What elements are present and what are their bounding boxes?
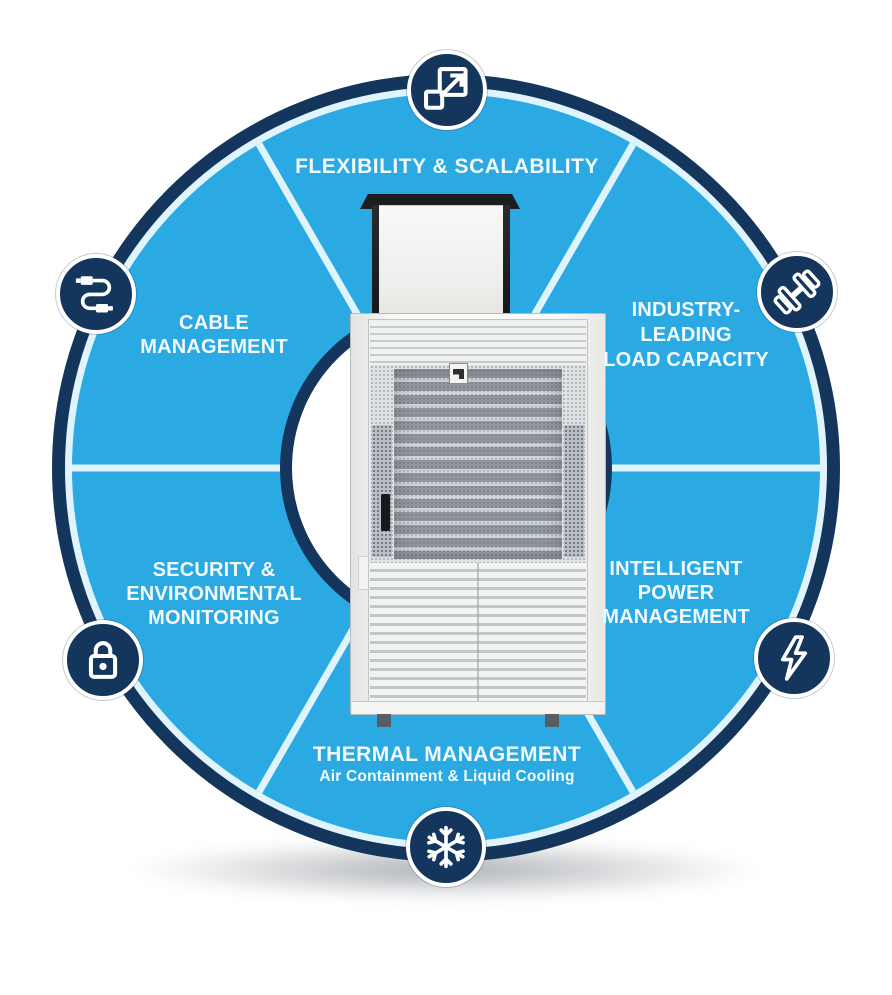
label-line: FLEXIBILITY & SCALABILITY	[295, 155, 599, 178]
label-line: SECURITY &	[152, 559, 276, 581]
segment-label-intelligent-power-management: INTELLIGENT POWER MANAGEMENT	[602, 557, 750, 629]
lightning-icon-glyph	[780, 635, 808, 681]
segment-divider	[255, 142, 367, 326]
label-subtitle: Air Containment & Liquid Cooling	[319, 768, 575, 785]
segment-label-security-environmental-monitoring: SECURITY & ENVIRONMENTAL MONITORING	[126, 558, 302, 630]
snowflake-icon-glyph	[427, 825, 465, 869]
label-line: ENVIRONMENTAL	[126, 583, 302, 605]
label-line: MANAGEMENT	[140, 336, 288, 358]
label-line: LOAD CAPACITY	[603, 349, 769, 371]
label-line: INDUSTRY-	[631, 299, 741, 321]
segment-divider	[255, 610, 367, 794]
wheel-inner-ring	[280, 302, 612, 634]
label-line: POWER	[637, 582, 715, 604]
segment-divider	[525, 142, 637, 326]
dumbbell-icon-glyph	[773, 269, 821, 315]
label-line: CABLE	[179, 312, 249, 334]
dumbbell-icon	[757, 252, 837, 332]
lightning-icon	[754, 618, 834, 698]
label-line: LEADING	[640, 324, 732, 346]
cable-icon	[56, 254, 136, 334]
segment-label-flexibility-scalability: FLEXIBILITY & SCALABILITY	[295, 154, 599, 179]
segment-label-cable-management: CABLE MANAGEMENT	[140, 311, 288, 359]
expand-icon	[407, 50, 487, 130]
label-line: MANAGEMENT	[602, 606, 750, 628]
snowflake-icon	[406, 807, 486, 887]
lock-icon-glyph	[88, 641, 118, 679]
cable-icon-glyph	[75, 276, 113, 313]
label-line: THERMAL MANAGEMENT	[312, 743, 582, 766]
label-line: MONITORING	[148, 607, 280, 629]
expand-icon-glyph	[424, 67, 468, 110]
label-line: INTELLIGENT	[609, 558, 743, 580]
segment-label-industry-leading-load-capacity: INDUSTRY- LEADING LOAD CAPACITY	[603, 298, 769, 373]
lock-icon	[63, 620, 143, 700]
segment-label-thermal-management: THERMAL MANAGEMENT Air Containment & Liq…	[313, 743, 581, 787]
